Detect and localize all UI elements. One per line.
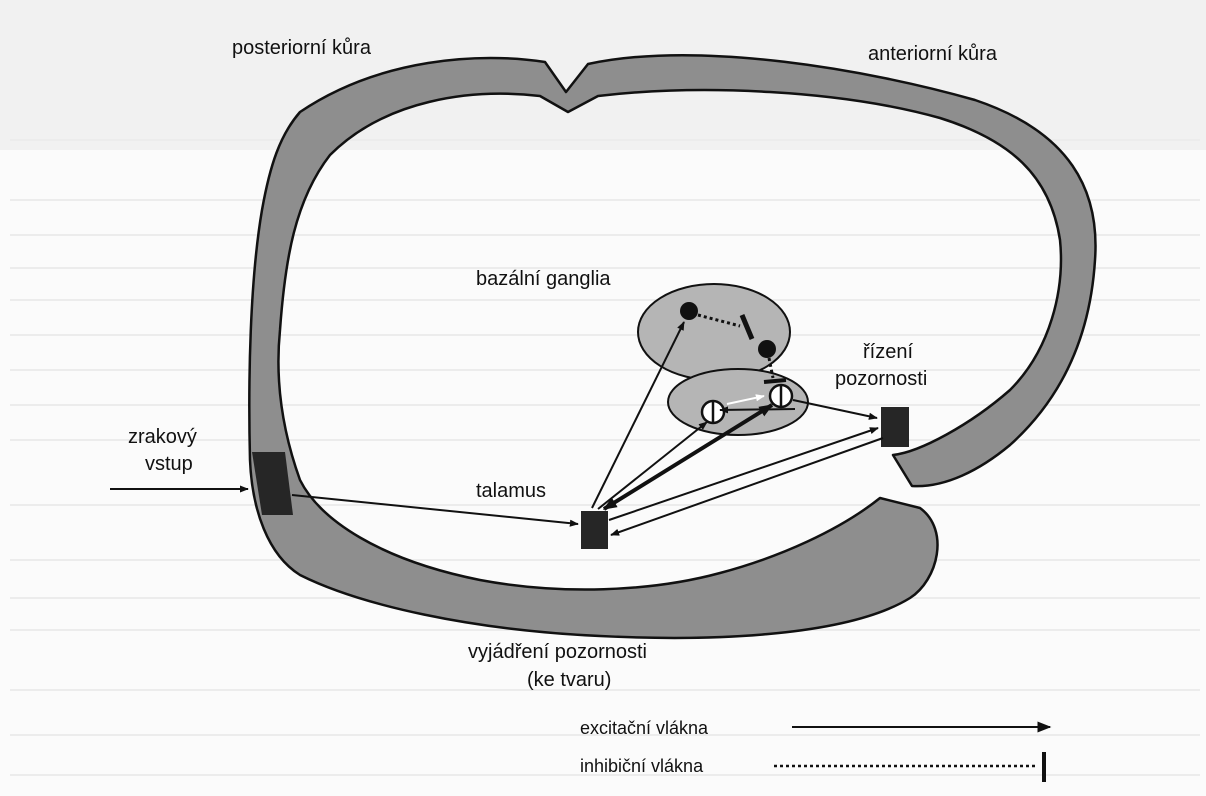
thalamus-block — [581, 511, 608, 549]
basal-ganglia-ellipse — [638, 284, 790, 380]
inhibitory-bar-bg-down — [764, 380, 786, 382]
attention-control-block — [881, 407, 909, 447]
label-attention-control-2: pozornosti — [835, 368, 927, 390]
nucleus-from-control-arrow — [720, 409, 795, 410]
label-visual-input-1: zrakový — [128, 426, 197, 448]
label-attention-control-1: řízení — [863, 341, 913, 363]
legend-excitatory-label: excitační vlákna — [580, 718, 709, 738]
thalamic-node-left — [702, 401, 724, 423]
label-visual-input-2: vstup — [145, 453, 193, 475]
label-attention-expression-2: (ke tvaru) — [527, 669, 611, 691]
legend-inhibitory-label: inhibiční vlákna — [580, 756, 704, 776]
thalamic-node-right — [770, 385, 792, 407]
label-anterior-cortex: anteriorní kůra — [868, 43, 998, 65]
label-posterior-cortex: posteriorní kůra — [232, 37, 372, 59]
label-thalamus: talamus — [476, 480, 546, 502]
label-basal-ganglia: bazální ganglia — [476, 268, 611, 290]
basal-ganglia-node-1 — [680, 302, 698, 320]
basal-ganglia-node-2 — [758, 340, 776, 358]
label-attention-expression-1: vyjádření pozornosti — [468, 641, 647, 663]
